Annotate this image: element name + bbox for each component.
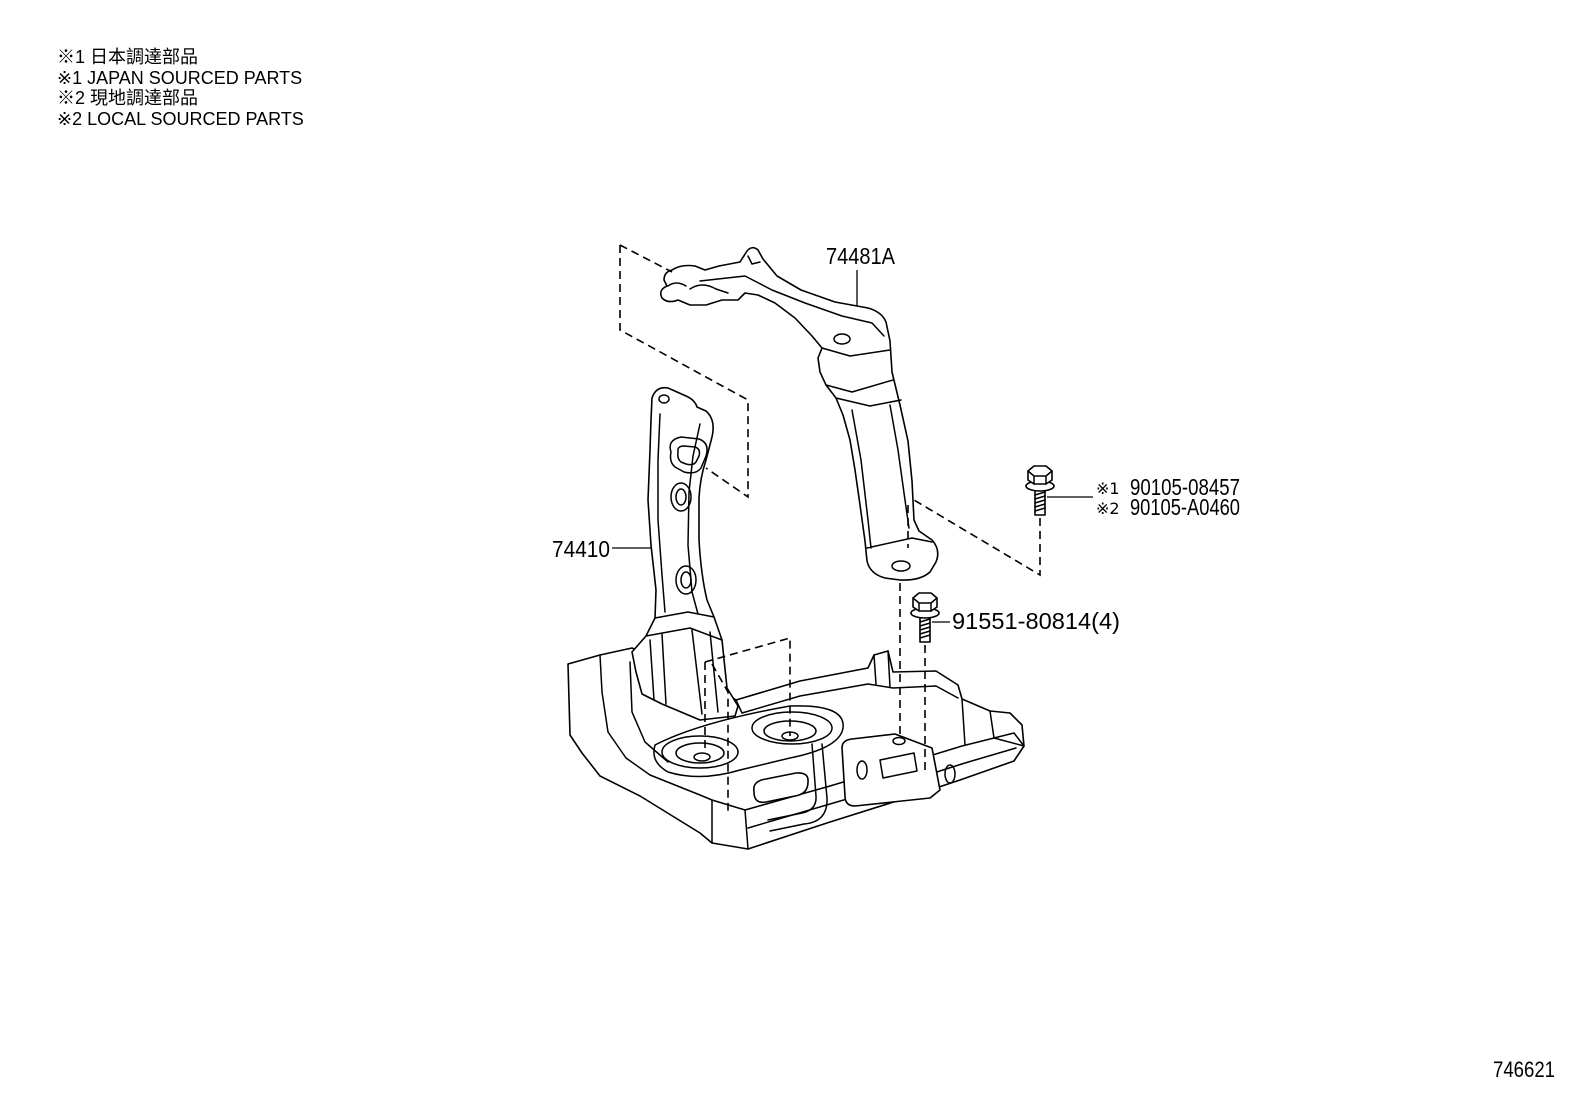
callout-upper-part: 74481A (826, 243, 896, 269)
leader-lines (612, 270, 1093, 623)
callout-bolt-a-mark-2: ※2 (1096, 499, 1120, 518)
bolt-head-edges (912, 597, 938, 612)
bracket-mid-hole-ring (670, 482, 692, 512)
note-line-3: ※2 現地調達部品 (57, 88, 198, 108)
bolt-head (912, 592, 938, 612)
flange-bolt-upper (1025, 465, 1055, 516)
bolt-thread (1034, 491, 1046, 512)
tray-recess-border (653, 705, 844, 778)
guide-upper-bolt (913, 499, 1041, 577)
figure-code: 746621 (1493, 1057, 1555, 1082)
bolt-head-edges (1027, 470, 1053, 485)
callout-bolt-b: 91551-80814(4) (952, 608, 1120, 634)
clamp-outline (660, 246, 939, 581)
guide-clamp-to-tray (899, 505, 909, 737)
part-callouts: 74481A 74410 ※1 90105-08457 ※2 90105-A04… (552, 243, 1240, 634)
flange-bolt-lower (910, 592, 940, 643)
assembly-guide-lines (619, 244, 1041, 815)
bracket-tab-hole (658, 394, 670, 404)
tray-mount-hole (892, 736, 906, 746)
tray-recess-left-inner (675, 742, 725, 764)
tray-hook-rod (767, 743, 828, 832)
note-line-1: ※1 日本調達部品 (57, 47, 198, 67)
sourcing-notes: ※1 日本調達部品 ※1 JAPAN SOURCED PARTS ※2 現地調達… (57, 47, 304, 129)
bracket-mid-hole (675, 488, 687, 506)
hold-down-clamp (660, 246, 939, 581)
tray-recess-left-outer (661, 735, 739, 769)
bolt-head (1027, 465, 1053, 485)
tray-front-slot (752, 772, 809, 804)
note-line-4: ※2 LOCAL SOURCED PARTS (57, 109, 304, 129)
tray-side-hole-1 (856, 760, 868, 780)
tray-side-bracket (841, 733, 941, 807)
battery-tray (567, 647, 1025, 850)
guide-bracket-to-tray (704, 636, 791, 815)
callout-lower-part: 74410 (552, 536, 610, 562)
bracket-lower-hole-ring (675, 565, 697, 595)
clamp-upper-hole (833, 333, 851, 345)
guide-clamp-to-bracket (619, 244, 749, 499)
clamp-ribs (667, 255, 933, 549)
support-bracket (631, 386, 739, 721)
tray-recess-right-outer (751, 711, 833, 745)
bolt-thread (919, 618, 931, 639)
tray-side-slot (879, 752, 918, 779)
callout-bolt-a-mark-1: ※1 (1096, 479, 1120, 498)
note-line-2: ※1 JAPAN SOURCED PARTS (57, 68, 302, 88)
callout-bolt-a-number-1: 90105-08457 (1130, 474, 1240, 500)
bracket-ribs (645, 413, 723, 715)
bracket-lower-hole (680, 571, 692, 589)
tray-side-hole-2 (944, 764, 956, 784)
bracket-upper-slot (669, 436, 708, 474)
tray-hole-left (693, 752, 711, 762)
callout-bolt-a-number-2: 90105-A0460 (1130, 494, 1240, 520)
clamp-foot-hole (891, 560, 911, 572)
